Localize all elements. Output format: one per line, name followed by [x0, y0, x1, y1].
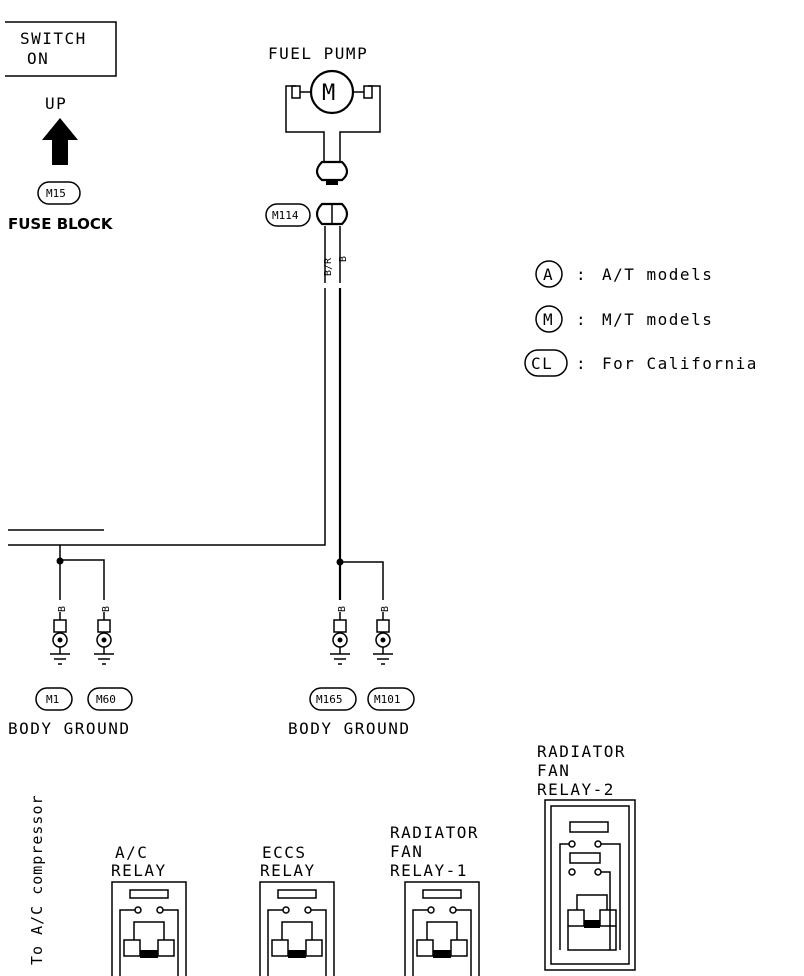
eccs-relay-line1: ECCS — [262, 843, 307, 862]
main-wires — [8, 226, 384, 600]
eccs-relay-line2: RELAY — [260, 861, 316, 880]
legend-code-m: M — [543, 310, 554, 329]
radiator-fan-relay-2: RADIATOR FAN RELAY-2 — [537, 742, 636, 971]
fuse-block: M15 FUSE BLOCK — [8, 181, 114, 233]
ground-connector-m165: M165 — [316, 693, 343, 706]
legend-code-a: A — [543, 265, 554, 284]
fuse-block-label: FUSE BLOCK — [8, 215, 114, 233]
wire-label-br: B/R — [323, 257, 334, 276]
fuel-pump-label: FUEL PUMP — [268, 44, 368, 63]
m114-connector: M114 — [265, 202, 349, 227]
ac-relay: A/C RELAY — [111, 843, 187, 976]
legend-code-cl: CL — [531, 354, 553, 373]
ground-wire-label-3: B — [337, 606, 348, 612]
up-arrow-icon: UP — [42, 94, 78, 165]
ground-connectors-left: M1 M60 BODY GROUND — [8, 687, 133, 738]
wire-label-b: B — [338, 256, 349, 262]
radiator-fan-relay-1: RADIATOR FAN RELAY-1 — [390, 823, 480, 976]
legend-text-a: A/T models — [602, 265, 713, 284]
rad-fan-1-line3: RELAY-1 — [390, 861, 468, 880]
ground-terminals — [50, 612, 393, 665]
motor-symbol: M — [322, 81, 337, 106]
rad-fan-2-line3: RELAY-2 — [537, 780, 615, 799]
eccs-relay: ECCS RELAY — [259, 843, 335, 976]
switch-on-box: SWITCH ON — [5, 21, 117, 77]
legend-text-cl: For California — [602, 354, 758, 373]
ground-wire-label-1: B — [57, 606, 68, 612]
rad-fan-2-line1: RADIATOR — [537, 742, 626, 761]
m114-label: M114 — [272, 209, 299, 222]
svg-text::: : — [576, 310, 587, 329]
svg-text::: : — [576, 265, 587, 284]
rad-fan-2-line2: FAN — [537, 761, 570, 780]
ground-wire-label-4: B — [380, 606, 391, 612]
switch-label-line1: SWITCH — [20, 29, 87, 48]
rad-fan-1-line2: FAN — [390, 842, 423, 861]
fuel-pump: FUEL PUMP M — [268, 44, 381, 185]
legend-text-m: M/T models — [602, 310, 713, 329]
ground-label-right: BODY GROUND — [288, 719, 410, 738]
rad-fan-1-line1: RADIATOR — [390, 823, 479, 842]
ground-connector-m60: M60 — [96, 693, 116, 706]
switch-label-line2: ON — [27, 49, 49, 68]
up-label: UP — [45, 94, 67, 113]
ac-relay-line2: RELAY — [111, 861, 167, 880]
ground-wire-label-2: B — [101, 606, 112, 612]
svg-text::: : — [576, 354, 587, 373]
ac-compressor-label: To A/C compressor — [28, 794, 46, 965]
ground-connector-m101: M101 — [374, 693, 401, 706]
legend: A : A/T models M : M/T models CL : For C… — [524, 260, 758, 377]
ground-connector-m1: M1 — [46, 693, 59, 706]
fuse-block-connector: M15 — [46, 187, 66, 200]
ground-connectors-right: M165 M101 BODY GROUND — [288, 687, 415, 738]
ground-label-left: BODY GROUND — [8, 719, 130, 738]
ac-relay-line1: A/C — [115, 843, 148, 862]
